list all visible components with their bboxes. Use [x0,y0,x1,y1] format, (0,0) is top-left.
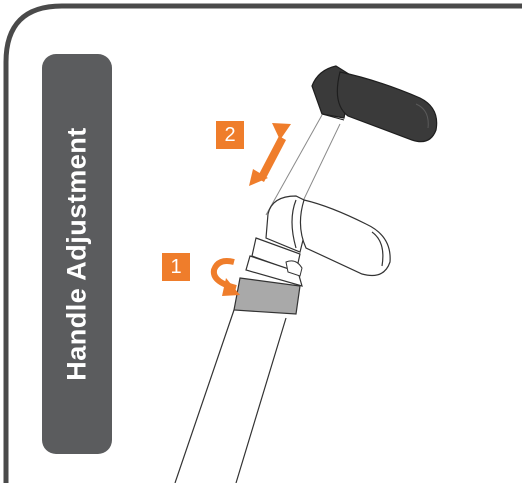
raised-handle [311,65,438,143]
title-panel [42,54,112,454]
rotate-icon [210,258,240,296]
up-down-arrow-icon [249,123,291,186]
step-2-badge: 2 [216,121,244,149]
lower-handle [265,195,391,277]
step-1-badge: 1 [162,253,190,281]
lower-pole [174,309,287,483]
clamp-collar [233,237,303,315]
